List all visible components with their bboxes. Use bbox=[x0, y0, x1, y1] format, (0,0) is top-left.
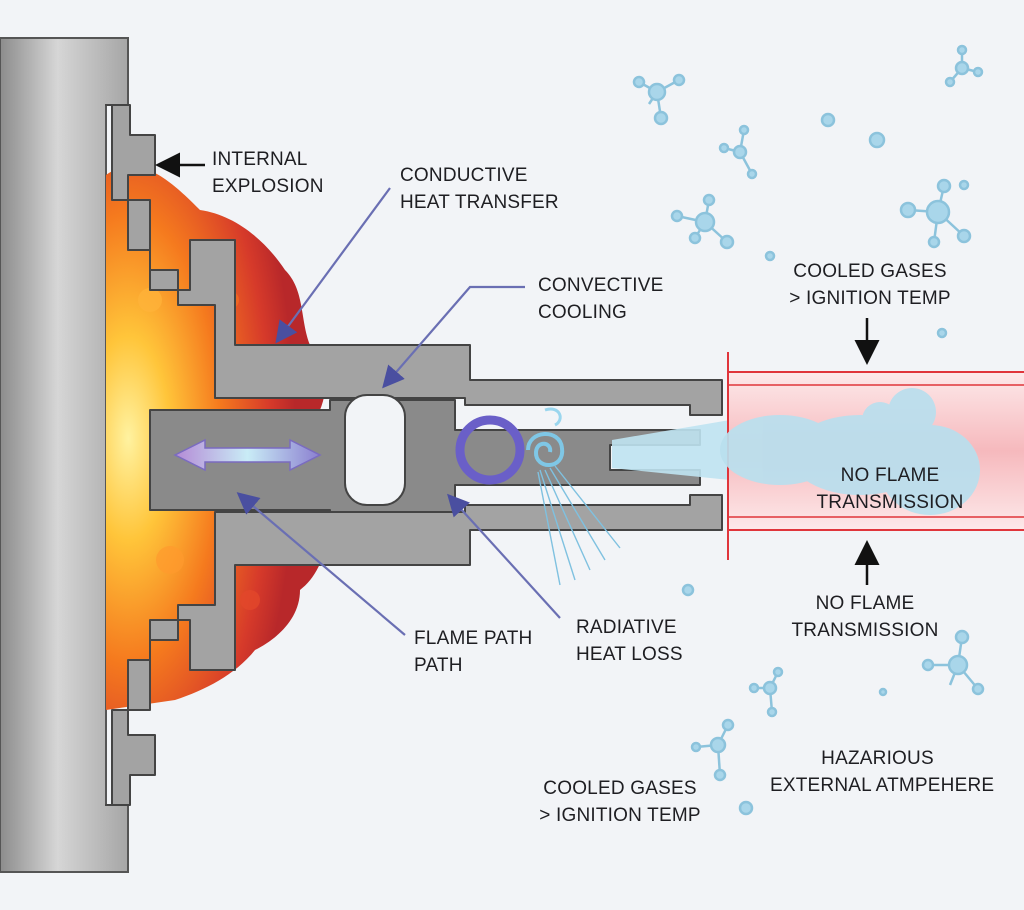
cooled-gas-cloud bbox=[720, 388, 980, 515]
vortex-icon bbox=[455, 407, 565, 485]
cooled-gas-jet bbox=[612, 420, 730, 480]
label-cooled-gases-bottom: COOLED GASES> IGNITION TEMP bbox=[539, 778, 701, 826]
double-arrow-icon bbox=[173, 438, 322, 472]
radiative-rays bbox=[537, 465, 621, 586]
leader-lines bbox=[236, 187, 561, 636]
molecule-icon bbox=[632, 44, 985, 816]
label-cooled-gases-top: COOLED GASES> IGNITION TEMP bbox=[789, 261, 951, 309]
